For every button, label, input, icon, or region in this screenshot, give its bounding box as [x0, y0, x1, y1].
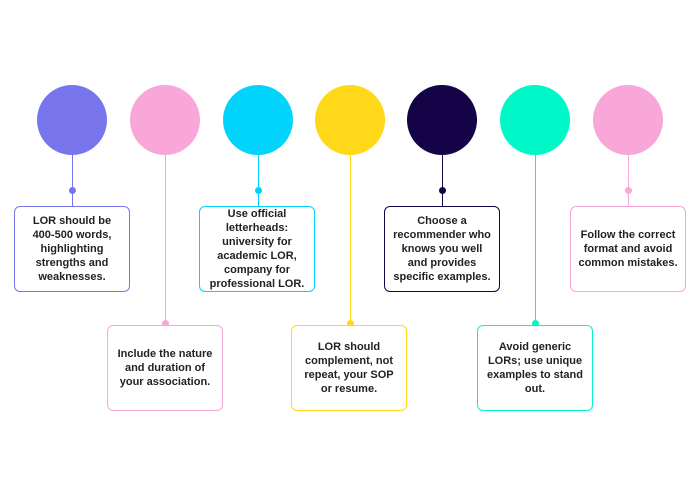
step-1-dot [68, 187, 76, 194]
step-3-circle [223, 85, 293, 155]
step-5-circle [407, 85, 477, 155]
step-3-text: Use official letterheads: university for… [209, 208, 305, 290]
step-7-circle [593, 85, 663, 155]
step-3-connector [257, 155, 259, 206]
step-1-connector [71, 155, 73, 206]
step-4-dot [346, 320, 354, 327]
step-6-circle [500, 85, 570, 155]
step-2-dot [161, 320, 169, 327]
step-1-text: LOR should be 400-500 words, highlightin… [32, 215, 112, 283]
step-6-text: Avoid generic LORs; use unique examples … [487, 341, 583, 395]
step-7-dot [624, 187, 632, 194]
step-6-card: Avoid generic LORs; use unique examples … [477, 325, 593, 411]
step-3-card: Use official letterheads: university for… [199, 206, 315, 292]
step-5-connector [441, 155, 443, 206]
step-2-circle [130, 85, 200, 155]
step-4-text: LOR should complement, not repeat, your … [304, 341, 394, 395]
step-7-connector [627, 155, 629, 206]
step-2-card: Include the nature and duration of your … [107, 325, 223, 411]
step-6-connector [534, 155, 536, 325]
step-6-dot [531, 320, 539, 327]
step-5-card: Choose a recommender who knows you well … [384, 206, 500, 292]
step-2-connector [164, 155, 166, 325]
step-7-card: Follow the correct format and avoid comm… [570, 206, 686, 292]
step-7-text: Follow the correct format and avoid comm… [578, 229, 678, 269]
step-4-card: LOR should complement, not repeat, your … [291, 325, 407, 411]
step-1-card: LOR should be 400-500 words, highlightin… [14, 206, 130, 292]
step-4-connector [349, 155, 351, 325]
step-2-text: Include the nature and duration of your … [117, 348, 213, 388]
step-1-circle [37, 85, 107, 155]
step-5-dot [438, 187, 446, 194]
step-5-text: Choose a recommender who knows you well … [393, 215, 491, 283]
step-3-dot [254, 187, 262, 194]
step-4-circle [315, 85, 385, 155]
